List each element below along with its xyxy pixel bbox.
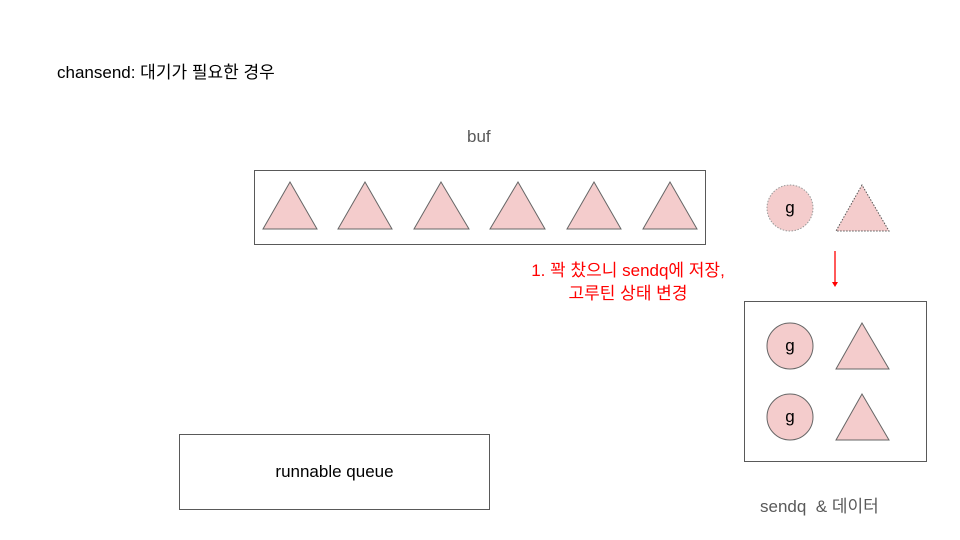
annotation-note: 1. 꽉 찼으니 sendq에 저장, 고루틴 상태 변경 [510,259,746,305]
buf-item-triangle-icon [489,181,546,230]
buf-item-triangle-icon [642,180,698,230]
incoming-data-triangle-icon [835,183,890,232]
annotation-line-2: 고루틴 상태 변경 [568,284,688,303]
buf-item-triangle-icon [413,181,470,230]
incoming-goroutine-label: g [785,198,795,217]
runnable-queue-box: runnable queue [179,434,490,510]
sendq-goroutine-label: g [785,336,795,355]
sendq-label: sendq & 데이터 [760,497,879,516]
buf-item-triangle-icon [566,180,622,230]
buf-item-triangle-icon [262,180,318,230]
incoming-goroutine-icon [766,184,814,232]
annotation-line-1: 1. 꽉 찼으니 sendq에 저장, [531,261,725,280]
sendq-box [744,301,927,462]
runnable-queue-label: runnable queue [275,462,394,481]
arrow-head-icon [832,282,838,287]
sendq-data-triangle-icon [835,321,890,370]
slide-title: chansend: 대기가 필요한 경우 [57,63,275,82]
sendq-goroutine-icon [766,322,814,370]
sendq-goroutine-label: g [785,407,795,426]
sendq-data-triangle-icon [835,392,890,441]
buf-item-triangle-icon [337,180,393,230]
buf-box [254,170,706,245]
buf-label: buf [467,127,491,146]
sendq-goroutine-icon [766,393,814,441]
